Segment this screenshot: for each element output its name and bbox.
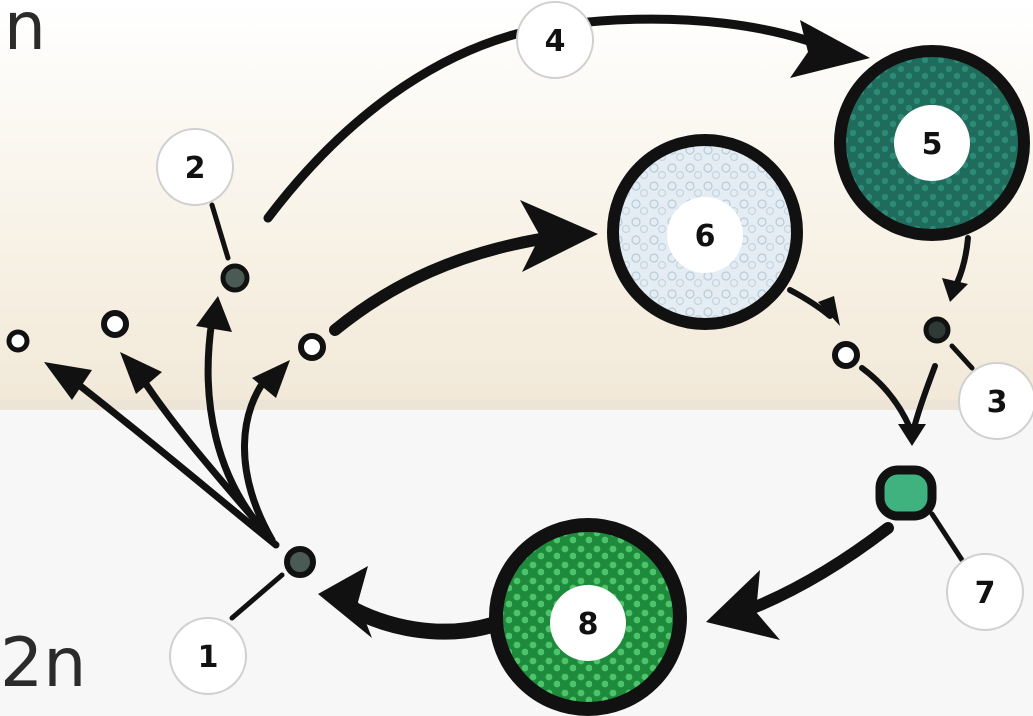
meiocyte-cell	[284, 546, 316, 578]
band-divider	[0, 400, 1033, 410]
label-badge-3: 3	[958, 362, 1033, 440]
arrow-2-to-5-head	[790, 20, 870, 78]
label-1: 1	[198, 640, 219, 675]
arrow-1-fan-d-head	[252, 360, 290, 398]
arrow-1-fan-c	[204, 316, 274, 542]
arrow-8-to-1-head	[318, 566, 372, 638]
label-8: 8	[578, 607, 599, 642]
zygote-cell	[875, 465, 937, 521]
spore-cell-2	[220, 263, 250, 293]
arrow-to-6-head	[520, 200, 598, 272]
label-badge-7: 7	[946, 553, 1024, 631]
arrow-6-to-cell	[787, 287, 833, 319]
label-7: 7	[975, 576, 996, 611]
arrow-to-7-head	[898, 424, 926, 446]
diploid-label: 2n	[0, 624, 87, 703]
arrow-cell-to-7	[859, 365, 913, 431]
arrow-1-fan-c-head	[196, 296, 232, 332]
arrow-6-to-cell-head	[818, 296, 840, 326]
spore-cell-a	[6, 329, 30, 353]
label-badge-2: 2	[156, 128, 234, 206]
spore-cell-c	[298, 333, 326, 361]
leader-7	[929, 511, 965, 563]
leader-3	[949, 343, 975, 371]
arrow-5-to-3-head	[942, 278, 968, 302]
arrow-to-6	[329, 230, 566, 336]
label-6: 6	[695, 219, 716, 254]
label-badge-1: 1	[169, 617, 247, 695]
arrow-1-fan-d	[241, 372, 276, 544]
arrow-1-fan-a	[66, 374, 280, 549]
gamete-cell-hollow	[832, 341, 860, 369]
arrow-1-fan-a-head	[44, 362, 92, 400]
label-badge-8: 8	[550, 585, 626, 661]
label-badge-4: 4	[516, 1, 594, 79]
label-2: 2	[185, 151, 206, 186]
label-badge-6: 6	[667, 197, 743, 273]
spore-cell-b	[101, 310, 129, 338]
gamete-cell-dark	[923, 316, 951, 344]
label-5: 5	[922, 127, 943, 162]
label-badge-5: 5	[894, 105, 970, 181]
leader-1	[229, 572, 285, 621]
arrow-1-fan-b-head	[120, 352, 162, 394]
haploid-label: n	[4, 0, 46, 65]
arrow-3-to-7	[911, 363, 938, 431]
leader-2	[209, 202, 231, 261]
arrow-7-to-8-head	[706, 570, 780, 640]
label-3: 3	[987, 385, 1008, 420]
label-4: 4	[545, 24, 566, 59]
